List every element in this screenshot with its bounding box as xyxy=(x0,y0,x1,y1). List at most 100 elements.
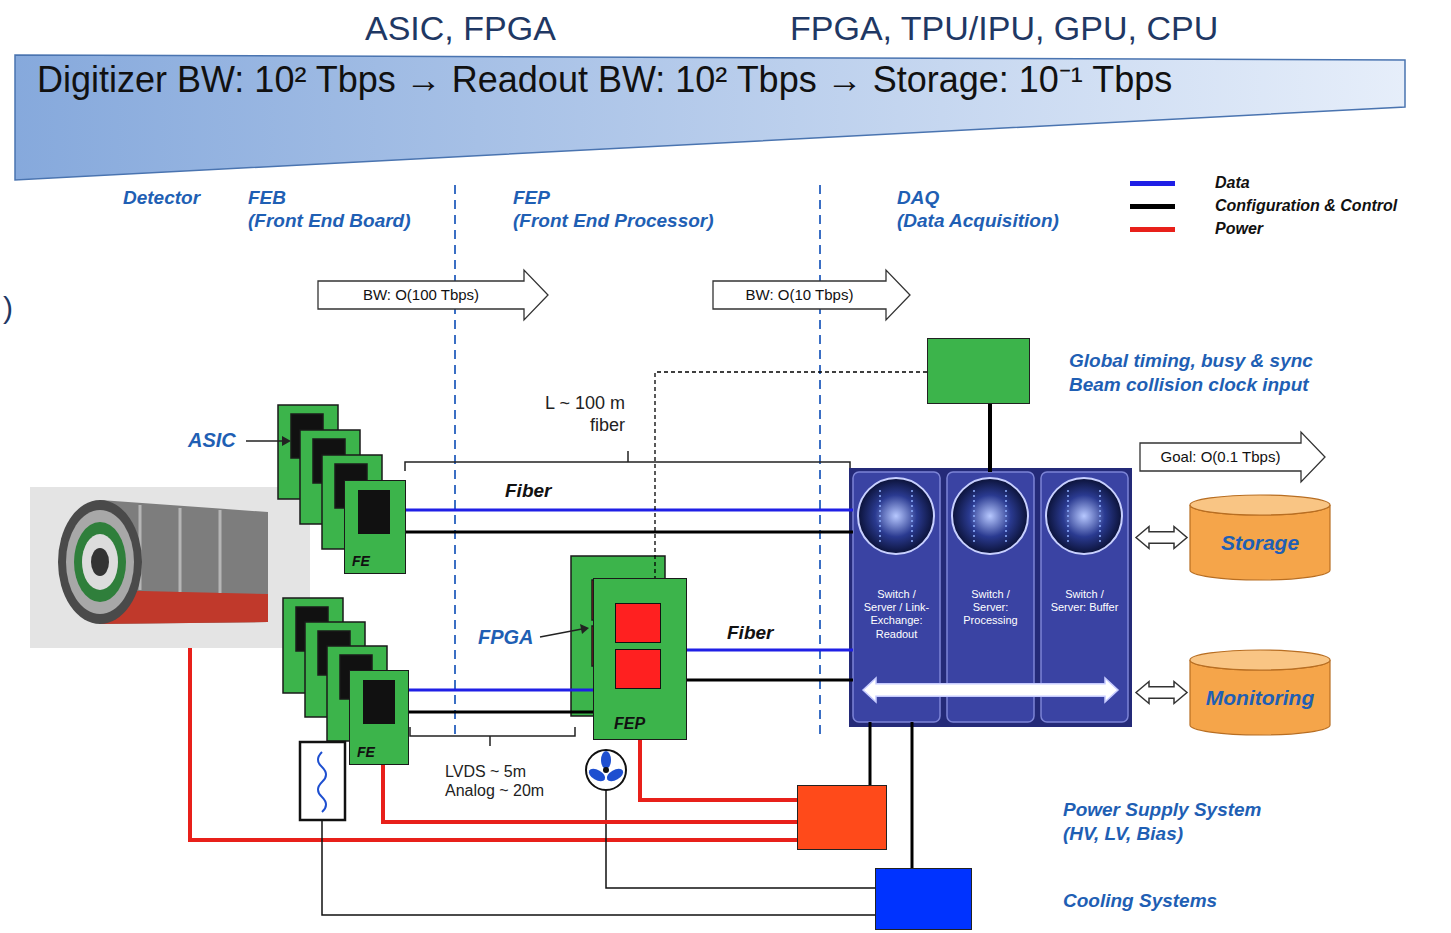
bracket xyxy=(405,451,850,471)
goal-arrow: Goal: O(0.1 Tbps) xyxy=(1140,432,1325,482)
power-line xyxy=(190,648,797,840)
front-end-processor: FEP xyxy=(593,578,687,740)
fpga-chip xyxy=(615,649,661,689)
detector-illustration xyxy=(91,548,109,576)
server-label: Switch / Server: Processing xyxy=(947,588,1034,628)
asic-chip xyxy=(363,680,395,724)
fan-symbol xyxy=(586,750,626,790)
clipped-text: ) xyxy=(3,290,13,326)
leader-line xyxy=(246,436,589,637)
daq-panel xyxy=(880,490,1100,542)
control-line xyxy=(869,722,872,785)
server-label: Switch / Server / Link-Exchange: Readout xyxy=(853,588,940,641)
data-cable xyxy=(409,689,593,692)
control-line xyxy=(406,531,853,534)
length-note: L ~ 100 m fiber xyxy=(530,393,625,436)
cooling-label: Cooling Systems xyxy=(1063,889,1298,913)
section-subheading: (Front End Board) xyxy=(248,210,411,233)
legend-text: Data xyxy=(1215,173,1250,192)
goal-label: Goal: O(0.1 Tbps) xyxy=(1161,448,1281,465)
timing-line xyxy=(988,404,992,472)
edge-label: Fiber xyxy=(727,622,773,644)
cylinder-top xyxy=(1190,495,1330,515)
cylinder-label: Storage xyxy=(1190,531,1330,555)
bracket xyxy=(405,451,850,746)
heat-exchanger-symbol xyxy=(300,742,345,820)
cylinder-label: Monitoring xyxy=(1190,686,1330,710)
detector-illustration xyxy=(74,522,126,602)
cylinder-body xyxy=(1190,505,1330,580)
board-label: FE xyxy=(357,744,375,760)
legend-swatch xyxy=(1130,204,1175,209)
cooling-line xyxy=(322,790,875,915)
power-line xyxy=(640,740,797,800)
daq-panel xyxy=(952,478,1028,554)
section-subheading: (Data Acquisition) xyxy=(897,210,1059,233)
cable-length-note: LVDS ~ 5m Analog ~ 20m xyxy=(445,762,557,800)
fan-symbol xyxy=(603,767,609,773)
cooling-box: Cooling Systems xyxy=(875,868,972,930)
fpga-chip xyxy=(615,603,661,643)
fan-symbol xyxy=(601,751,611,769)
banner-wedge xyxy=(15,55,1405,180)
bandwidth-label: BW: O(100 Tbps) xyxy=(363,286,479,303)
bracket xyxy=(410,727,575,746)
arrow-outline xyxy=(1140,432,1325,482)
server-column: Switch / Server / Link-Exchange: Readout xyxy=(853,472,940,722)
detector-illustration xyxy=(30,487,310,648)
legend-text: Power xyxy=(1215,219,1263,238)
processor-label: FPGA, TPU/IPU, GPU, CPU xyxy=(790,8,1218,49)
section-heading: FEB xyxy=(248,187,286,210)
section-heading: Detector xyxy=(123,187,200,210)
internal-link-arrow xyxy=(863,678,1118,702)
bandwidth-arrow: BW: O(100 Tbps) xyxy=(318,270,548,320)
io-arrow xyxy=(1136,527,1187,549)
timing-box: Global timing, busy & sync Beam collisio… xyxy=(927,338,1030,404)
bandwidth-banner: Digitizer BW: 10² Tbps → Readout BW: 10²… xyxy=(15,55,1405,180)
control-line xyxy=(409,711,593,714)
cooling-line xyxy=(322,820,875,915)
power-line xyxy=(190,648,797,840)
processor-label: ASIC, FPGA xyxy=(365,8,556,49)
front-end-board: FE xyxy=(349,670,409,765)
detector-illustration xyxy=(58,500,142,624)
storage-cylinder: Monitoring xyxy=(1190,650,1330,735)
edge-label: Fiber xyxy=(505,480,551,502)
cylinder-body xyxy=(1190,660,1330,735)
data-fiber xyxy=(406,509,853,512)
heat-exchanger-symbol xyxy=(318,752,326,812)
daq-panel xyxy=(858,478,934,554)
heat-exchanger-symbol xyxy=(300,742,345,820)
power-supply-box: Power Supply System (HV, LV, Bias) xyxy=(797,785,887,850)
banner-text: Digitizer BW: 10² Tbps → Readout BW: 10²… xyxy=(37,59,1172,100)
part-callout: FPGA xyxy=(478,625,534,649)
server-label: Switch / Server: Buffer xyxy=(1041,588,1128,614)
legend-swatch xyxy=(1130,227,1175,232)
detector-illustration xyxy=(66,510,134,614)
control-line xyxy=(911,722,914,868)
control-line xyxy=(687,679,853,682)
power-label: Power Supply System (HV, LV, Bias) xyxy=(1063,798,1298,846)
leader-line xyxy=(282,436,291,446)
detector-illustration xyxy=(140,505,220,593)
fan-symbol xyxy=(586,750,626,790)
asic-chip xyxy=(358,490,390,534)
arrow-outline xyxy=(713,270,910,320)
leader-line xyxy=(540,629,582,637)
server-column: Switch / Server: Buffer xyxy=(1041,472,1128,722)
legend-text: Configuration & Control xyxy=(1215,196,1397,215)
timing-label: Global timing, busy & sync Beam collisio… xyxy=(1069,349,1364,397)
front-end-board: FE xyxy=(344,480,406,574)
board-label: FEP xyxy=(614,715,645,733)
data-fiber xyxy=(687,649,853,652)
cylinder-top xyxy=(1190,650,1330,670)
section-heading: FEP xyxy=(513,187,550,210)
io-arrow xyxy=(1136,682,1187,704)
part-callout: ASIC xyxy=(188,428,236,452)
detector-illustration xyxy=(82,534,118,590)
board-label: FE xyxy=(352,553,370,569)
legend-swatch xyxy=(1130,181,1175,186)
arrow-outline xyxy=(318,270,548,320)
section-heading: DAQ xyxy=(897,187,939,210)
